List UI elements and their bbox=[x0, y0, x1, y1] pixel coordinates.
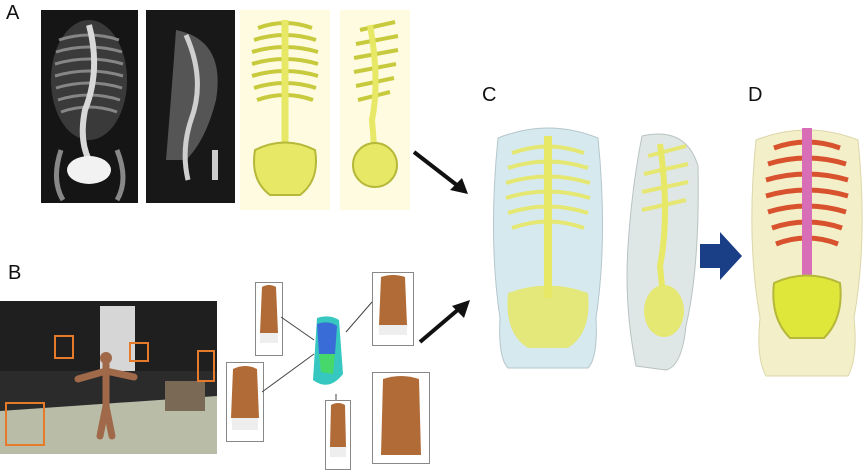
fused-model-side bbox=[616, 126, 706, 374]
spine-model-final bbox=[746, 118, 868, 380]
fused-model-front bbox=[484, 118, 612, 376]
arrow-right-up-icon bbox=[416, 296, 472, 346]
xray-lateral bbox=[146, 10, 235, 203]
panel-label-a: A bbox=[6, 2, 19, 25]
capture-room-photo bbox=[0, 301, 217, 454]
skeleton-model-side bbox=[340, 10, 410, 210]
arrow-right-down-icon bbox=[410, 148, 472, 198]
skeleton-model-front bbox=[240, 10, 330, 210]
panel-label-b: B bbox=[8, 262, 21, 285]
panel-label-c: C bbox=[482, 84, 496, 107]
arrow-right-icon bbox=[700, 232, 742, 280]
panel-label-d: D bbox=[748, 84, 762, 107]
connector-lines bbox=[226, 272, 436, 472]
xray-frontal bbox=[41, 10, 138, 203]
